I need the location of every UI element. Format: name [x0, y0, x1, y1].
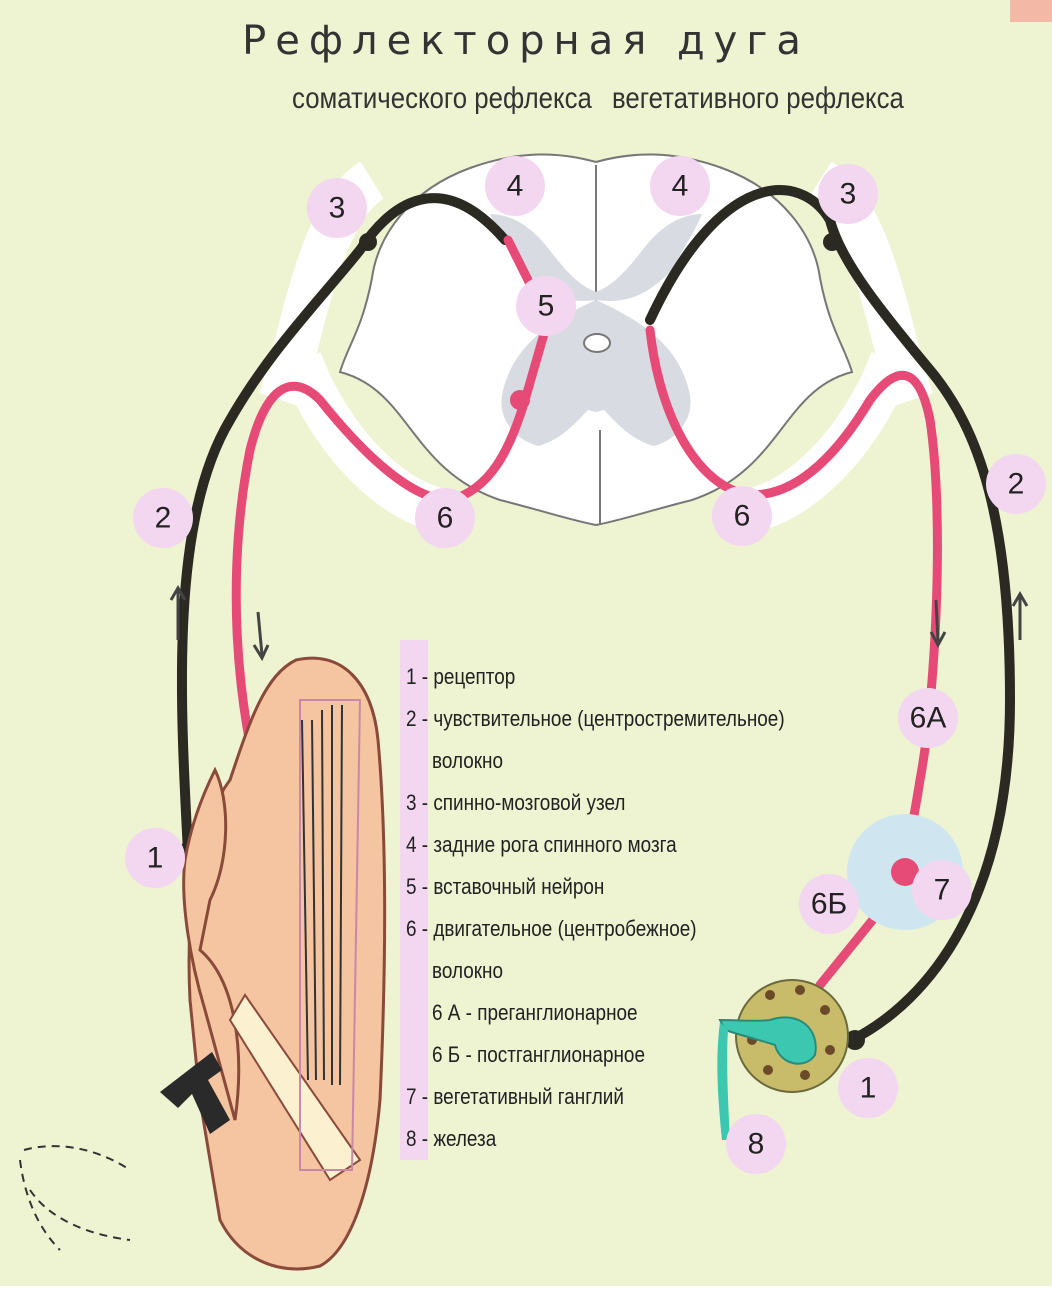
diagram-title: Рефлекторная дуга [0, 18, 1052, 64]
legend-item: 4 - задние рога спинного мозга [406, 832, 677, 858]
marker-4-right: 4 [650, 156, 710, 216]
subtitle-somatic: соматического рефлекса [292, 82, 592, 116]
marker-6a: 6А [898, 688, 958, 748]
legend-item: 5 - вставочный нейрон [406, 874, 604, 900]
svg-text:2: 2 [155, 502, 172, 535]
marker-1-left: 1 [125, 828, 185, 888]
svg-text:3: 3 [329, 192, 346, 225]
legend-item: 7 - вегетативный ганглий [406, 1084, 624, 1110]
svg-text:6: 6 [734, 500, 751, 533]
legend-item: 2 - чувствительное (центростремительное) [406, 706, 785, 732]
marker-6-right: 6 [712, 486, 772, 546]
legend-item: 6 - двигательное (центробежное) [406, 916, 697, 942]
svg-text:5: 5 [538, 290, 555, 323]
marker-3-right: 3 [818, 164, 878, 224]
svg-text:1: 1 [860, 1072, 877, 1105]
svg-text:3: 3 [840, 178, 857, 211]
svg-text:2: 2 [1008, 468, 1025, 501]
central-canal [584, 334, 610, 352]
interneuron-synapse [510, 390, 530, 410]
svg-text:1: 1 [147, 842, 164, 875]
legend-item: волокно [432, 748, 503, 774]
legend-item: 3 - спинно-мозговой узел [406, 790, 625, 816]
marker-6-left: 6 [415, 488, 475, 548]
legend-item: 1 - рецептор [406, 664, 515, 690]
spinal-ganglion-right [823, 233, 841, 251]
legend-item: волокно [432, 958, 503, 984]
svg-text:4: 4 [672, 170, 689, 203]
svg-text:4: 4 [507, 170, 524, 203]
svg-text:7: 7 [934, 874, 951, 907]
marker-5: 5 [516, 276, 576, 336]
svg-text:6А: 6А [910, 702, 947, 735]
marker-4-left: 4 [485, 156, 545, 216]
spinal-ganglion-left [359, 233, 377, 251]
legend: 1 - рецептор 2 - чувствительное (центрос… [400, 640, 860, 1160]
legend-item: 8 - железа [406, 1126, 496, 1152]
marker-7: 7 [912, 860, 972, 920]
marker-2-left: 2 [133, 488, 193, 548]
marker-3-left: 3 [307, 178, 367, 238]
marker-2-right: 2 [986, 454, 1046, 514]
svg-text:6: 6 [437, 502, 454, 535]
legend-item: 6 Б - постганглионарное [432, 1042, 645, 1068]
legend-item: 6 А - преганглионарное [432, 1000, 638, 1026]
subtitle-vegetative: вегетативного рефлекса [612, 82, 904, 116]
